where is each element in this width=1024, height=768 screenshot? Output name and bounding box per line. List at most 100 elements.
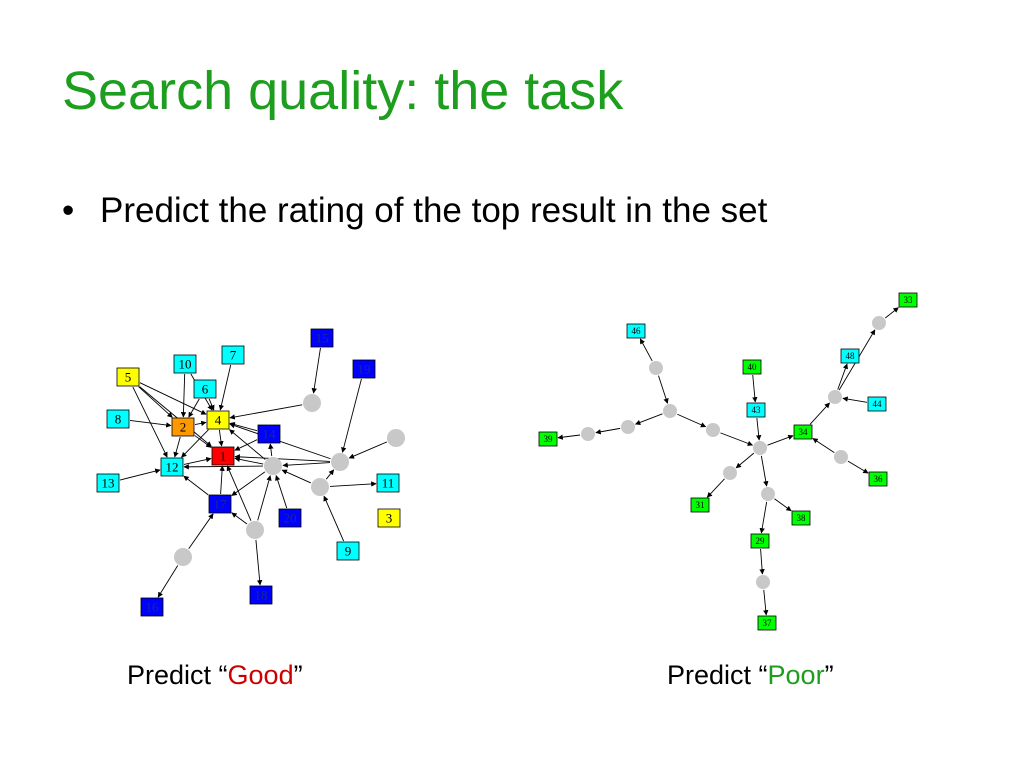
left-graph-node-box-19 bbox=[352, 359, 376, 379]
left-graph-node-16: 16 bbox=[140, 597, 164, 617]
right-graph-edge-p1-46 bbox=[639, 338, 653, 362]
right-graph-node-box-29 bbox=[750, 533, 770, 549]
left-graph-edge-14-4 bbox=[229, 421, 258, 432]
right-graph-node-label-33: 33 bbox=[904, 295, 914, 305]
left-graph-node-label-3: 3 bbox=[386, 511, 393, 526]
left-graph-node-label-18: 18 bbox=[255, 588, 268, 603]
right-graph-edge-p10-29 bbox=[759, 501, 768, 534]
right-graph-edge-p2-p3 bbox=[634, 413, 663, 425]
right-graph-edge-p6-48 bbox=[837, 363, 848, 390]
caption-poor-suffix: ” bbox=[824, 660, 834, 690]
right-graph-node-box-33 bbox=[898, 292, 918, 308]
left-graph-node-18: 18 bbox=[249, 585, 273, 605]
right-graph-edge-p2-p5 bbox=[677, 413, 707, 428]
right-graph-node-box-44 bbox=[867, 396, 887, 412]
left-graph-edge-7-4 bbox=[218, 364, 232, 411]
left-graph-node-12: 12 bbox=[160, 457, 184, 477]
right-graph-edge-29-p11 bbox=[759, 548, 765, 575]
left-graph-hub-node bbox=[331, 453, 349, 471]
left-graph-node-label-15: 15 bbox=[316, 331, 329, 346]
caption-good-suffix: ” bbox=[293, 660, 303, 690]
left-graph-edge-c-12 bbox=[183, 464, 264, 470]
left-graph-edge-4-1 bbox=[218, 429, 224, 447]
left-graph-hub-node bbox=[387, 429, 405, 447]
bullet-dot: • bbox=[62, 191, 75, 230]
left-graph-node-2: 2 bbox=[171, 417, 195, 437]
left-graph-node-label-12: 12 bbox=[166, 460, 179, 475]
right-graph-node-label-44: 44 bbox=[873, 399, 883, 409]
right-graph-edge-p3-p4 bbox=[595, 427, 621, 435]
caption-good: Predict “Good” bbox=[127, 660, 303, 691]
left-graph-edge-a-17 bbox=[188, 513, 214, 550]
left-graph-edge-d-c bbox=[282, 462, 331, 468]
left-graph-edge-f-c bbox=[281, 469, 312, 484]
left-graph-edge-c-17 bbox=[231, 471, 266, 496]
left-graph-edge-2-1 bbox=[194, 435, 212, 448]
left-graph-node-label-2: 2 bbox=[180, 420, 187, 435]
right-graph-node-box-37 bbox=[757, 615, 777, 631]
left-graph-node-box-16 bbox=[140, 597, 164, 617]
right-graph-node-label-37: 37 bbox=[763, 618, 773, 628]
left-graph-edge-9-f bbox=[323, 495, 345, 542]
right-graph-node-36: 36 bbox=[868, 471, 888, 487]
left-graph-edge-19-d bbox=[341, 378, 362, 453]
right-graph-node-label-48: 48 bbox=[846, 351, 856, 361]
left-graph-node-box-13 bbox=[96, 473, 120, 493]
right-graph-hub-node bbox=[761, 487, 775, 501]
right-graph-node-label-43: 43 bbox=[752, 405, 762, 415]
right-graph-edge-p4-39 bbox=[557, 434, 581, 440]
left-graph-node-label-8: 8 bbox=[115, 412, 122, 427]
right-graph-node-box-40 bbox=[742, 359, 762, 375]
left-graph-node-11: 11 bbox=[376, 473, 400, 493]
left-graph-node-5: 5 bbox=[116, 367, 140, 387]
edges-layer bbox=[119, 307, 899, 616]
left-graph-node-label-4: 4 bbox=[215, 413, 222, 428]
nodes-layer: 1234567891011121314151617181920464043393… bbox=[96, 292, 918, 631]
right-graph-node-box-34 bbox=[793, 424, 813, 440]
left-graph-edge-f-11 bbox=[329, 481, 377, 487]
left-graph-node-box-7 bbox=[221, 345, 245, 365]
right-graph-node-46: 46 bbox=[626, 323, 646, 339]
left-graph-edge-a-16 bbox=[157, 565, 179, 598]
left-graph-edge-5-1 bbox=[139, 386, 212, 447]
right-graph-edge-34-p6 bbox=[809, 402, 830, 425]
right-graph-hub-node bbox=[663, 404, 677, 418]
left-graph-edge-14-1 bbox=[234, 439, 258, 451]
right-graph-edge-p8-36 bbox=[847, 460, 869, 474]
right-graph-node-label-36: 36 bbox=[874, 474, 884, 484]
left-graph-edge-e-1 bbox=[226, 465, 252, 522]
right-graph-node-40: 40 bbox=[742, 359, 762, 375]
left-graph-edge-13-12 bbox=[119, 468, 161, 481]
left-graph-hub-node bbox=[264, 457, 282, 475]
right-graph-hub-node bbox=[828, 390, 842, 404]
caption-good-word: Good bbox=[227, 660, 294, 690]
right-graph-node-29: 29 bbox=[750, 533, 770, 549]
left-graph-node-box-6 bbox=[193, 379, 217, 399]
left-graph-node-box-10 bbox=[173, 354, 197, 374]
right-graph-hub-node bbox=[753, 441, 767, 455]
right-graph-node-box-39 bbox=[538, 431, 558, 447]
left-graph-node-label-19: 19 bbox=[358, 362, 371, 377]
left-graph-node-box-8 bbox=[106, 409, 130, 429]
left-graph-node-label-6: 6 bbox=[202, 382, 209, 397]
left-graph-node-label-16: 16 bbox=[146, 600, 160, 615]
right-graph-node-box-48 bbox=[840, 348, 860, 364]
left-graph-edge-17-12 bbox=[183, 475, 209, 496]
left-graph-node-label-1: 1 bbox=[220, 449, 227, 464]
left-graph-node-6: 6 bbox=[193, 379, 217, 399]
left-graph-node-4: 4 bbox=[206, 410, 230, 430]
left-graph-node-box-3 bbox=[377, 508, 401, 528]
right-graph-node-box-38 bbox=[791, 510, 811, 526]
left-graph-node-label-14: 14 bbox=[263, 427, 277, 442]
right-graph-node-label-38: 38 bbox=[797, 513, 807, 523]
left-graph-edge-e-18 bbox=[255, 539, 263, 586]
right-graph-node-label-29: 29 bbox=[756, 536, 766, 546]
left-graph-edge-b-4 bbox=[229, 404, 303, 420]
left-graph-edge-e-c bbox=[257, 475, 272, 521]
left-graph-node-box-11 bbox=[376, 473, 400, 493]
left-graph-node-label-9: 9 bbox=[345, 544, 352, 559]
left-graph-edge-e-17 bbox=[231, 512, 248, 525]
left-graph-node-box-9 bbox=[336, 541, 360, 561]
left-graph-node-box-18 bbox=[249, 585, 273, 605]
right-graph-hub-node bbox=[621, 420, 635, 434]
